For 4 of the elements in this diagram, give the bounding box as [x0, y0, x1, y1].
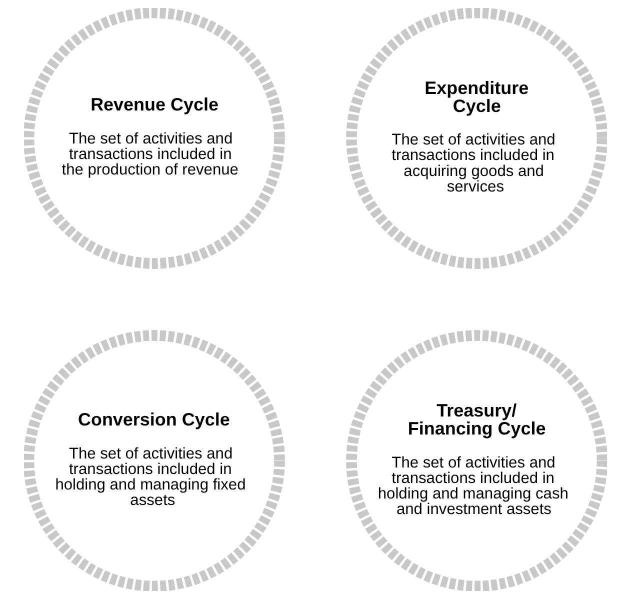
node-circle: Revenue Cycle The set of activities and transactions included in the production of revenue	[24, 8, 285, 269]
node-circle: Treasury/ Financing Cycle The set of activities and transactions included in holding and managing cash and investment assets	[346, 330, 607, 591]
node-circle: Conversion Cycle The set of activities and transactions included in holding and managing fixed assets	[24, 330, 285, 591]
node-circle: Expenditure Cycle The set of activities and transactions included in acquiring goods and services	[346, 8, 607, 269]
